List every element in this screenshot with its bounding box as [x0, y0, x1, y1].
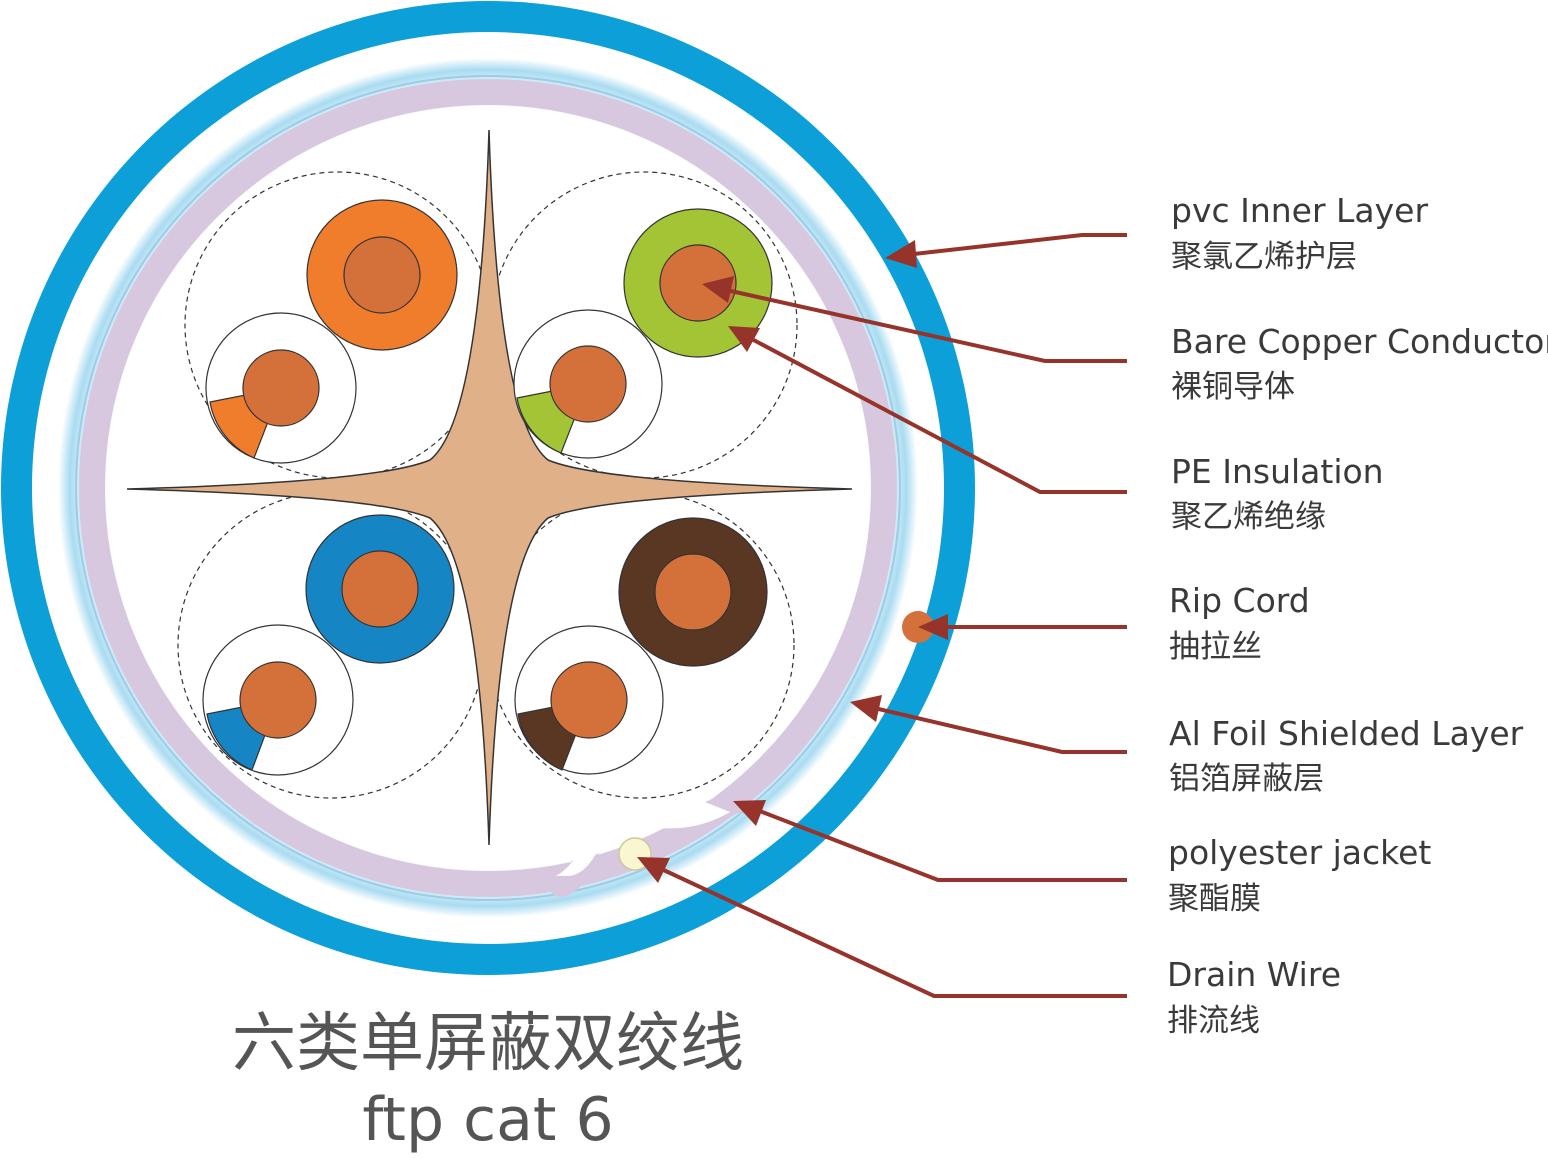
arrowhead-pe-insulation — [728, 326, 760, 352]
label-rip-cord-en: Rip Cord — [1169, 581, 1310, 620]
label-al-foil-shielded-layer-en: Al Foil Shielded Layer — [1169, 714, 1524, 753]
drain-pocket — [556, 800, 730, 876]
arrowhead-bare-copper-conductor — [702, 276, 734, 303]
label-bare-copper-conductor-en: Bare Copper Conductor — [1171, 322, 1548, 361]
wire-orange-conductor — [343, 236, 421, 314]
label-pe-insulation-en: PE Insulation — [1171, 452, 1384, 491]
label-drain-wire-zh: 排流线 — [1167, 1003, 1260, 1039]
leader-al-foil-shielded-layer — [869, 705, 1127, 754]
cross-filler — [126, 129, 853, 846]
arrowhead-rip-cord — [918, 614, 948, 640]
label-rip-cord-zh: 抽拉丝 — [1169, 629, 1262, 665]
wire-blue-conductor — [341, 550, 419, 628]
label-al-foil-shielded-layer-zh: 铝箔屏蔽层 — [1169, 761, 1324, 797]
arrowhead-pvc-inner-layer — [885, 240, 917, 268]
arrowhead-polyester-jacket — [733, 800, 766, 826]
leader-polyester-jacket — [751, 806, 1127, 882]
wire-green-white-conductor — [549, 345, 627, 423]
leader-drain-wire — [654, 864, 1127, 998]
label-polyester-jacket-zh: 聚酯膜 — [1168, 881, 1261, 917]
wire-brown-conductor — [654, 553, 732, 631]
diagram-title-zh: 六类单屏蔽双绞线 — [232, 1007, 744, 1081]
leader-bare-copper-conductor — [721, 287, 1127, 363]
wire-green-conductor — [659, 244, 737, 322]
label-pe-insulation-zh: 聚乙烯绝缘 — [1171, 499, 1326, 535]
label-polyester-jacket-en: polyester jacket — [1168, 833, 1431, 872]
wire-orange-white-conductor — [242, 349, 320, 427]
leader-pvc-inner-layer — [904, 233, 1127, 257]
jacket-inner-edge — [75, 75, 901, 901]
label-bare-copper-conductor-zh: 裸铜导体 — [1171, 369, 1295, 405]
leader-pe-insulation — [747, 335, 1127, 494]
wire-blue-white-conductor — [239, 661, 317, 739]
diagram-title-en: ftp cat 6 — [362, 1085, 613, 1155]
label-pvc-inner-layer-en: pvc Inner Layer — [1171, 191, 1428, 230]
arrowhead-drain-wire — [637, 857, 670, 883]
arrowhead-al-foil-shielded-layer — [850, 695, 882, 722]
foil-shield-ring — [79, 79, 897, 897]
label-pvc-inner-layer-zh: 聚氯乙烯护层 — [1171, 239, 1357, 275]
wire-brown-white-conductor — [550, 661, 628, 739]
label-drain-wire-en: Drain Wire — [1167, 955, 1341, 994]
